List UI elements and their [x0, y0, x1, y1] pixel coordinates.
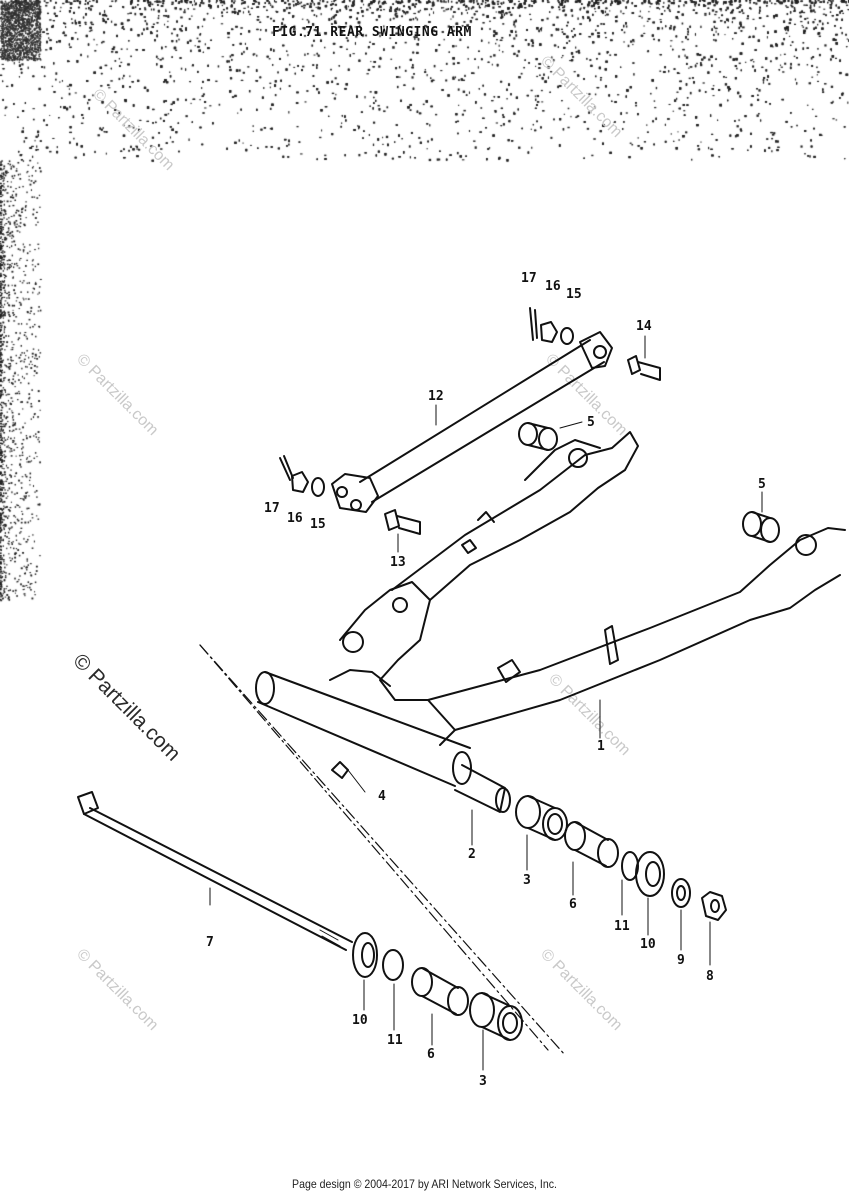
label-part-10-lower: 10: [352, 1013, 368, 1028]
bolt-13: [384, 509, 421, 535]
label-part-14: 14: [636, 319, 652, 334]
label-part-16-left: 16: [287, 511, 303, 526]
label-part-5-upper: 5: [587, 415, 595, 430]
watermark: © Partzilla.com: [73, 351, 161, 439]
spacer-lower: [411, 967, 469, 1016]
washer-upper: [621, 851, 639, 881]
axis-lines: [199, 644, 566, 1056]
pivot-nut: [701, 891, 727, 921]
cotter-pin-17-left: [279, 455, 294, 481]
bushing-right: [742, 511, 780, 543]
bushing-upper: [518, 422, 558, 451]
label-part-17-left: 17: [264, 501, 280, 516]
pivot-bushing: [454, 764, 511, 813]
needle-bearing-upper: [515, 795, 568, 841]
label-part-11-lower: 11: [387, 1033, 403, 1048]
label-part-1: 1: [597, 739, 605, 754]
thrust-cap-lower: [352, 932, 378, 978]
bolt-14: [627, 355, 661, 381]
leader-lines: [209, 335, 763, 1071]
pivot-shaft: [77, 791, 353, 951]
label-part-6-lower: 6: [427, 1047, 435, 1062]
label-part-8: 8: [706, 969, 714, 984]
watermarks: © Partzilla.com © Partzilla.com © Partzi…: [68, 53, 633, 1034]
label-part-17-upper: 17: [521, 271, 537, 286]
grease-nipple: [331, 761, 366, 793]
nut-16-upper: [540, 321, 558, 343]
watermark: © Partzilla.com: [537, 946, 625, 1034]
spacer-upper: [564, 821, 619, 868]
watermark: © Partzilla.com: [73, 946, 161, 1034]
label-part-5-right: 5: [758, 477, 766, 492]
watermark-prominent: © Partzilla.com: [68, 649, 184, 765]
swinging-arm: [255, 431, 846, 787]
washer-15-left: [311, 477, 325, 497]
torque-link: [331, 331, 613, 513]
label-part-16-upper: 16: [545, 279, 561, 294]
label-part-13: 13: [390, 555, 406, 570]
label-part-3-lower: 3: [479, 1074, 487, 1089]
thrust-cap-upper: [635, 851, 665, 897]
label-part-10-upper: 10: [640, 937, 656, 952]
footer-copyright: Page design © 2004-2017 by ARI Network S…: [292, 1177, 557, 1191]
label-part-15-upper: 15: [566, 287, 582, 302]
watermark: © Partzilla.com: [537, 53, 625, 141]
cotter-pin-17-upper: [529, 307, 538, 341]
washer-15-upper: [560, 327, 574, 345]
watermark: © Partzilla.com: [89, 86, 177, 174]
label-part-3-upper: 3: [523, 873, 531, 888]
label-part-7: 7: [206, 935, 214, 950]
label-part-12: 12: [428, 389, 444, 404]
part-labels: 1 2 3 3 4 5 5 6 6 7 8 9 10 10 11 11 12 1…: [206, 271, 766, 1089]
needle-bearing-lower: [469, 992, 523, 1041]
watermark: © Partzilla.com: [545, 671, 633, 759]
label-part-9: 9: [677, 953, 685, 968]
label-part-11-upper: 11: [614, 919, 630, 934]
label-part-6-upper: 6: [569, 897, 577, 912]
washer-lower: [382, 949, 404, 981]
label-part-2: 2: [468, 847, 476, 862]
nut-16-left: [291, 471, 309, 493]
label-part-15-left: 15: [310, 517, 326, 532]
washer-9: [671, 878, 691, 908]
label-part-4: 4: [378, 789, 386, 804]
figure-title: FIG.71 REAR SWINGING ARM: [272, 25, 472, 40]
